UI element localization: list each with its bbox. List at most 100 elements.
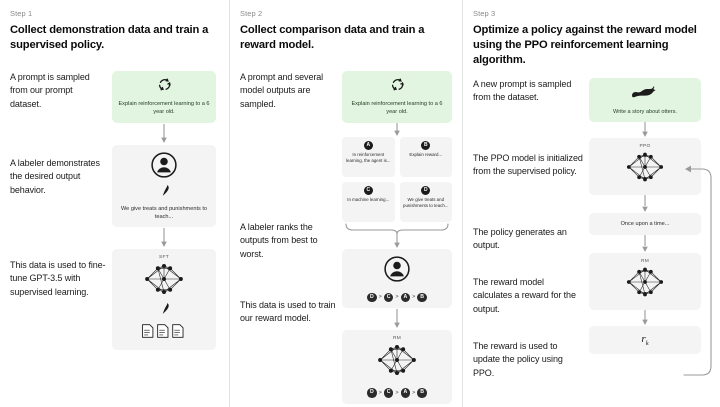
- ranking-row-rm: D > C > A > B: [367, 388, 427, 398]
- step-3-column: Step 3 Optimize a policy against the rew…: [462, 0, 720, 407]
- step-1-label: Step 1: [10, 9, 33, 18]
- ranking-row-labeler: D > C > A > B: [367, 292, 427, 303]
- step-1-row-2: A labeler demonstrates the desired outpu…: [10, 157, 106, 198]
- rank-separator: >: [412, 294, 416, 301]
- step-2-desc-3: This data is used to train our reward mo…: [240, 299, 336, 324]
- ppo-model-label: PPO: [639, 144, 651, 150]
- output-text-d: We give treats and punishments to teach.…: [403, 196, 449, 208]
- step-2-column: Step 2 Collect comparison data and train…: [229, 0, 462, 407]
- output-option-a: A In reinforcement learning, the agent i…: [342, 136, 395, 177]
- policy-output-card: Once upon a time...: [589, 213, 701, 236]
- model-outputs-grid: A In reinforcement learning, the agent i…: [342, 136, 452, 222]
- step-3-desc-5: The reward is used to update the policy …: [473, 340, 563, 379]
- prompt-card-step2: Explain reinforcement learning to a 6 ye…: [342, 70, 452, 123]
- step-3-row-3: The policy generates an output.: [473, 226, 583, 253]
- arrow-down: [159, 123, 169, 145]
- step-2-rows: A prompt and several model outputs are s…: [240, 70, 452, 404]
- recycle-icon: [157, 77, 172, 97]
- documents-icon: [141, 323, 187, 344]
- step-1-desc-2: A labeler demonstrates the desired outpu…: [10, 157, 100, 196]
- reward-model-card-step3: RM: [589, 253, 701, 311]
- labeler-demo-text: We give treats and punishments to teach.…: [120, 205, 208, 220]
- step-1-rows: A prompt is sampled from our prompt data…: [10, 70, 219, 351]
- recycle-icon: [390, 77, 405, 97]
- neural-net-icon: [141, 261, 187, 302]
- arrow-down: [640, 122, 650, 138]
- rm-model-label-step3: RM: [640, 259, 650, 265]
- neural-net-icon: [374, 342, 420, 383]
- step-1-row-1: A prompt is sampled from our prompt data…: [10, 70, 219, 351]
- step-3-desc-1: A new prompt is sampled from the dataset…: [473, 78, 572, 103]
- reward-subscript: k: [645, 340, 649, 348]
- sft-model-label: SFT: [159, 255, 169, 261]
- arrow-down: [392, 308, 402, 330]
- reward-symbol: r: [641, 332, 646, 345]
- step-2-row-1: A prompt and several model outputs are s…: [240, 70, 452, 404]
- output-text-a: In reinforcement learning, the agent is.…: [346, 151, 391, 163]
- step-2-desc-1: A prompt and several model outputs are s…: [240, 71, 324, 110]
- step-3-label: Step 3: [473, 9, 496, 18]
- step-3-title: Optimize a policy against the reward mod…: [473, 24, 697, 66]
- arrow-down: [392, 233, 402, 249]
- labeler-demo-card: We give treats and punishments to teach.…: [112, 144, 216, 228]
- labeler-person-icon: [150, 151, 178, 184]
- policy-output-text: Once upon a time...: [620, 220, 670, 227]
- step-2-title: Collect comparison data and train a rewa…: [240, 24, 425, 51]
- output-option-d: D We give treats and punishments to teac…: [399, 181, 452, 222]
- step-3-row-4: The reward model calculates a reward for…: [473, 276, 583, 317]
- step-3-desc-3: The policy generates an output.: [473, 226, 567, 251]
- step-1-column: Step 1 Collect demonstration data and tr…: [0, 0, 229, 407]
- step-1-desc-1: A prompt is sampled from our prompt data…: [10, 71, 90, 110]
- arrow-down: [392, 122, 402, 137]
- reward-value-card: rk: [589, 326, 701, 355]
- step-2-label: Step 2: [240, 9, 263, 18]
- step-1-flow: Explain reinforcement learning to a 6 ye…: [112, 70, 216, 351]
- ppo-model-card: PPO: [589, 138, 701, 196]
- rank-item-4: B: [417, 292, 427, 303]
- step-2-desc-2: A labeler ranks the outputs from best to…: [240, 221, 318, 260]
- rank-item-3: A: [400, 292, 411, 303]
- prompt-card-step3: Write a story about otters.: [589, 77, 701, 123]
- step-3-rows: A new prompt is sampled from the dataset…: [473, 77, 710, 378]
- rank-item-4: B: [417, 388, 427, 398]
- output-badge-d: D: [421, 185, 431, 195]
- step-3-desc-4: The reward model calculates a reward for…: [473, 276, 576, 315]
- reward-model-card-step2: RM: [342, 330, 452, 404]
- step-3-row-2: The PPO model is initialized from the su…: [473, 152, 583, 179]
- step-3-desc-2: The PPO model is initialized from the su…: [473, 152, 583, 177]
- step-2-flow: Explain reinforcement learning to a 6 ye…: [342, 70, 452, 404]
- step-3-row-1: A new prompt is sampled from the dataset…: [473, 77, 710, 355]
- otter-icon: [630, 84, 660, 105]
- labeler-ranking-card: D > C > A > B: [342, 248, 452, 309]
- rank-separator: >: [378, 389, 382, 396]
- output-text-c: In machine learning...: [347, 196, 390, 202]
- arrow-down: [159, 227, 169, 249]
- reward-symbol-icon: rk: [641, 333, 648, 347]
- rank-item-2: C: [383, 388, 394, 398]
- prompt-card-text-step1: Explain reinforcement learning to a 6 ye…: [118, 100, 210, 116]
- rank-separator: >: [395, 294, 399, 301]
- arrow-down: [640, 235, 650, 253]
- prompt-card-text-step3: Write a story about otters.: [613, 108, 677, 115]
- step-1-title: Collect demonstration data and train a s…: [10, 24, 209, 51]
- output-badge-c: C: [363, 185, 373, 195]
- rank-separator: >: [412, 389, 416, 396]
- output-badge-a: A: [363, 140, 373, 150]
- output-text-b: Explain reward...: [409, 151, 443, 157]
- neural-net-icon: [623, 150, 667, 189]
- step-2-row-3: This data is used to train our reward mo…: [240, 299, 336, 326]
- rank-item-1: D: [367, 388, 377, 398]
- labeler-person-icon: [383, 255, 411, 288]
- neural-net-icon: [623, 265, 667, 304]
- step-3-row-5: The reward is used to update the policy …: [473, 340, 583, 381]
- step-2-row-2: A labeler ranks the outputs from best to…: [240, 221, 336, 262]
- pencil-icon: [159, 184, 170, 202]
- rank-item-2: C: [383, 292, 394, 303]
- rank-separator: >: [395, 389, 399, 396]
- sft-model-card: SFT: [112, 249, 216, 351]
- step-1-row-3: This data is used to fine-tune GPT-3.5 w…: [10, 259, 106, 300]
- rank-separator: >: [378, 294, 382, 301]
- arrow-down: [640, 310, 650, 326]
- rank-item-1: D: [367, 292, 377, 303]
